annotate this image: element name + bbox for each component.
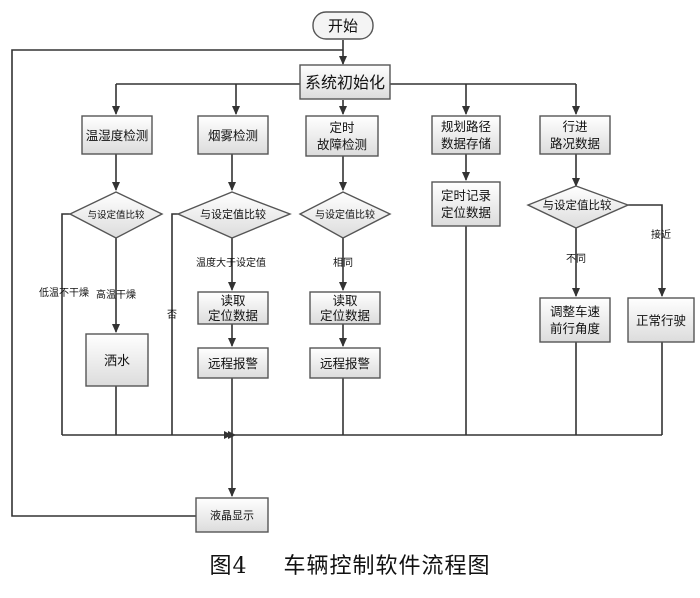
compare-label-3: 与设定值比较 xyxy=(315,208,375,221)
figure-caption: 图4 车辆控制软件流程图 xyxy=(0,548,700,580)
fault-detect-label-1: 定时 xyxy=(329,120,355,135)
start-terminal xyxy=(312,11,374,40)
edge-label-close: 接近 xyxy=(651,228,671,241)
start-label: 开始 xyxy=(328,17,358,35)
humidity-detect-box xyxy=(81,115,153,155)
read-pos-2-label-2: 定位数据 xyxy=(208,308,258,323)
record-pos-label-2: 定位数据 xyxy=(441,205,491,220)
water-label: 洒水 xyxy=(104,354,130,369)
alarm-2-label: 远程报警 xyxy=(208,356,258,371)
adjust-speed-label-2: 前行角度 xyxy=(550,321,601,336)
edge-label-same: 相同 xyxy=(333,256,353,269)
record-pos-label-1: 定时记录 xyxy=(441,188,491,203)
read-pos-box-3 xyxy=(309,291,381,325)
compare-diamond-3 xyxy=(298,191,392,239)
compare-diamond-2 xyxy=(176,191,292,239)
flowchart: 开始 系统初始化 温湿度检测 烟雾检测 定时 故障检测 规划路径 数据存储 行进… xyxy=(11,11,695,533)
route-store-label-1: 规划路径 xyxy=(441,119,491,134)
read-pos-2-label-1: 读取 xyxy=(220,293,246,308)
compare-diamond-4 xyxy=(526,185,630,229)
figure-number: 图4 xyxy=(209,554,248,579)
read-pos-3-label-1: 读取 xyxy=(332,293,358,308)
smoke-detect-box xyxy=(197,115,269,155)
compare-label-4: 与设定值比较 xyxy=(543,198,612,212)
road-data-box xyxy=(539,115,611,155)
read-pos-box-2 xyxy=(197,291,269,325)
fault-detect-label-2: 故障检测 xyxy=(317,137,367,152)
route-store-box xyxy=(431,115,501,155)
edge-label-low-temp-not-dry: 低温不干燥 xyxy=(39,286,89,299)
adjust-speed-box xyxy=(539,297,611,343)
compare-label-1: 与设定值比较 xyxy=(87,209,145,221)
alarm-box-3 xyxy=(309,347,381,379)
road-data-label-1: 行进 xyxy=(562,119,588,134)
edge-label-no: 否 xyxy=(167,309,177,321)
init-label: 系统初始化 xyxy=(305,73,385,92)
compare-label-2: 与设定值比较 xyxy=(200,207,266,221)
normal-drive-label: 正常行驶 xyxy=(636,313,687,328)
edge-label-high-temp-dry: 高温干燥 xyxy=(96,288,136,301)
smoke-detect-label: 烟雾检测 xyxy=(208,128,258,143)
route-store-label-2: 数据存储 xyxy=(441,136,491,151)
normal-drive-box xyxy=(627,297,695,343)
alarm-box-2 xyxy=(197,347,269,379)
road-data-label-2: 路况数据 xyxy=(550,136,600,151)
edge-label-temp-above: 温度大于设定值 xyxy=(196,256,266,269)
humidity-detect-label: 温湿度检测 xyxy=(86,128,149,143)
edge-label-different: 不同 xyxy=(566,253,586,265)
adjust-speed-label-1: 调整车速 xyxy=(550,304,601,319)
alarm-3-label: 远程报警 xyxy=(320,356,370,371)
lcd-display-label: 液晶显示 xyxy=(210,508,254,522)
init-box xyxy=(299,64,391,100)
fault-detect-box xyxy=(305,115,379,157)
record-pos-box xyxy=(431,181,501,227)
water-box xyxy=(85,333,149,387)
read-pos-3-label-2: 定位数据 xyxy=(320,308,370,323)
figure-title: 车辆控制软件流程图 xyxy=(283,554,491,579)
lcd-display-box xyxy=(195,497,269,533)
compare-diamond-1 xyxy=(68,191,164,239)
